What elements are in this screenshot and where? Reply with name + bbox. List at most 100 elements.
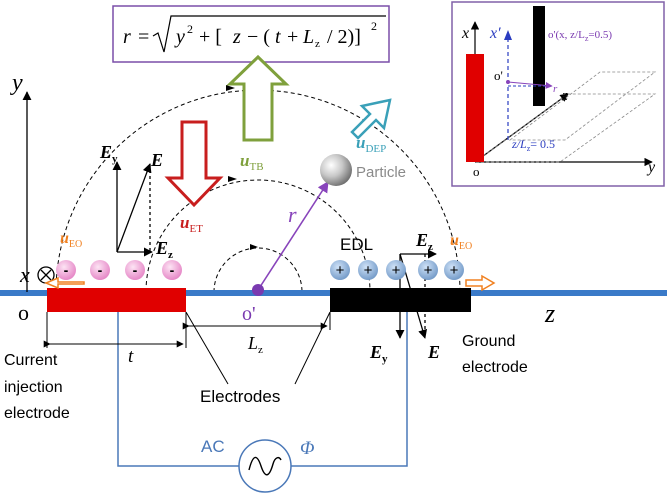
svg-text:injection: injection xyxy=(4,379,63,396)
svg-text:Current: Current xyxy=(4,352,58,369)
formula-plus2: + xyxy=(282,26,303,48)
u-dep-arrow xyxy=(350,98,392,140)
arc-middle xyxy=(145,179,371,293)
y-axis-label: y xyxy=(10,70,23,96)
inset-z-label: z xyxy=(561,88,568,104)
o-prime-label: o' xyxy=(242,303,256,325)
svg-text:+: + xyxy=(450,262,459,279)
formula-sq2: 2 xyxy=(371,19,377,33)
inset-x-label: x xyxy=(461,25,469,42)
electrodes-label: Electrodes xyxy=(200,387,280,406)
e-vector-left xyxy=(116,163,152,253)
field-labels-left: Ey E Ez xyxy=(99,142,173,261)
t-label: t xyxy=(128,346,134,367)
e-label-right: E xyxy=(427,342,440,362)
u-eo-label-left: uEO xyxy=(60,230,82,250)
inset-panel xyxy=(451,1,665,187)
svg-text:electrode: electrode xyxy=(4,405,70,422)
formula-eq: = xyxy=(133,26,154,48)
svg-text:electrode: electrode xyxy=(462,359,528,376)
field-vectors-left xyxy=(112,161,153,257)
formula-div: / 2)] xyxy=(322,26,361,48)
svg-text:Ground: Ground xyxy=(462,333,515,350)
svg-text:-: - xyxy=(64,262,69,278)
u-eo-arrow-right xyxy=(465,274,496,292)
inset-plane xyxy=(473,71,657,163)
inset-oprime-coords: o'(x, z/Lz=0.5) xyxy=(548,29,612,43)
inset-black-electrode xyxy=(533,6,545,106)
svg-text:-: - xyxy=(133,262,138,278)
svg-text:-: - xyxy=(98,262,103,278)
ground-electrode-label: Ground electrode xyxy=(462,333,528,376)
neg-charge-2: - xyxy=(90,260,110,280)
origin-label: o xyxy=(18,300,29,325)
ac-source[interactable] xyxy=(238,439,292,493)
neg-charge-4: - xyxy=(162,260,182,280)
neg-charge-3: - xyxy=(125,260,145,280)
u-tb-arrow xyxy=(226,54,290,142)
inset-red-electrode xyxy=(466,54,484,162)
pos-charge-5: + xyxy=(444,260,464,280)
ey-label-right: Ey xyxy=(369,342,388,365)
svg-text:+: + xyxy=(392,262,401,279)
pos-charge-2: + xyxy=(358,260,378,280)
r-vector xyxy=(257,181,329,291)
inset-oprime-label: o' xyxy=(494,68,503,83)
inset-xprime-label: x′ xyxy=(489,25,501,42)
neg-charge-1: - xyxy=(56,260,76,280)
formula-sq: 2 xyxy=(187,22,193,36)
current-injection-electrode[interactable] xyxy=(47,288,186,312)
pos-charge-4: + xyxy=(418,260,438,280)
e-label-left: E xyxy=(150,150,163,170)
positive-charges: + + + + + xyxy=(330,260,464,280)
x-axis-label: x xyxy=(19,262,30,287)
svg-text:+: + xyxy=(424,262,433,279)
inset-y-label: y xyxy=(646,159,656,176)
formula-plus: + [ xyxy=(194,26,222,48)
electrodes-leader-right xyxy=(294,311,331,385)
pos-charge-1: + xyxy=(330,260,350,280)
electrodes-leader-left xyxy=(185,311,229,385)
current-injection-label: Current injection electrode xyxy=(4,352,70,422)
sqrt-sign xyxy=(152,15,386,53)
arc-arrowheads xyxy=(226,85,258,250)
ey-label-left: Ey xyxy=(99,142,118,165)
r-label: r xyxy=(288,202,297,227)
formula-box: r = y 2 + [ z − ( t + L z / 2)] 2 xyxy=(112,5,390,63)
svg-text:-: - xyxy=(170,262,175,278)
u-tb-label: uTB xyxy=(240,151,264,173)
x-axis-cross xyxy=(40,269,52,281)
u-eo-arrow-left xyxy=(44,276,85,290)
formula-L-sub: z xyxy=(315,38,320,50)
z-axis-label: z xyxy=(544,299,555,328)
formula-minus: − ( xyxy=(242,26,270,48)
formula-L: L xyxy=(302,26,314,48)
pos-charge-3: + xyxy=(386,260,406,280)
negative-charges: - - - - xyxy=(56,260,182,280)
u-et-label: uET xyxy=(180,213,203,235)
particle-label: Particle xyxy=(356,164,406,181)
field-labels-right: Ez Ey E xyxy=(369,230,440,365)
svg-text:+: + xyxy=(364,262,373,279)
lz-label: Lz xyxy=(247,333,263,356)
inset-zl-label: z/Lz= 0.5 xyxy=(511,137,555,153)
svg-text:+: + xyxy=(336,262,345,279)
ac-label: AC xyxy=(201,437,225,456)
ez-label-right: Ez xyxy=(415,230,433,253)
formula-y: y xyxy=(174,26,185,48)
inset-r-label: r xyxy=(553,83,558,95)
center-o-prime xyxy=(252,284,264,296)
circuit-wire xyxy=(117,312,408,467)
edl-label: EDL xyxy=(340,235,373,254)
particle[interactable] xyxy=(320,154,352,186)
u-et-arrow xyxy=(164,120,224,208)
u-dep-label: uDEP xyxy=(356,133,386,155)
formula-z: z xyxy=(232,26,241,48)
inset-o-label: o xyxy=(473,164,480,179)
ez-label-left: Ez xyxy=(155,238,173,261)
inset-r-vector xyxy=(507,81,553,89)
u-eo-label-right: uEO xyxy=(450,232,472,252)
formula-t: t xyxy=(275,26,281,48)
